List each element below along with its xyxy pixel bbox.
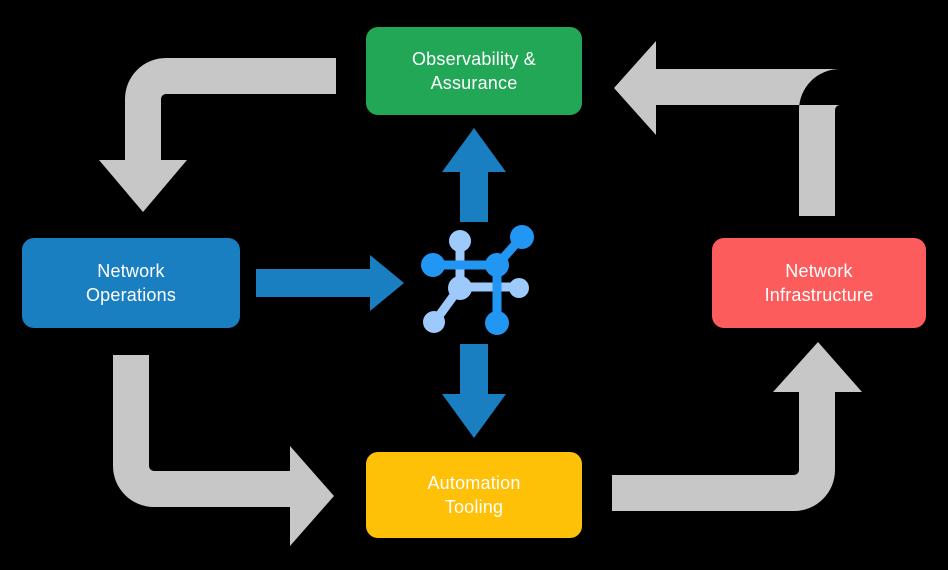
- node-box-automation-tooling[interactable]: Automation Tooling: [366, 452, 582, 538]
- gray-arrow-infrastructure-to-observability-shape: [614, 41, 840, 216]
- node-box-network-infrastructure[interactable]: Network Infrastructure: [712, 238, 926, 328]
- node-box-network-operations[interactable]: Network Operations: [22, 238, 240, 328]
- blue-arrow-down-to-automation: [442, 344, 506, 438]
- node-label-observability: Observability & Assurance: [411, 48, 537, 93]
- gray-arrow-automation-to-infrastructure: [612, 342, 862, 511]
- node-label-network-infrastructure: Network Infrastructure: [764, 260, 874, 305]
- gray-arrow-operations-to-automation: [113, 355, 334, 546]
- node-label-automation-tooling: Automation Tooling: [427, 472, 521, 517]
- blue-arrow-right-to-hub: [256, 255, 404, 311]
- gray-arrow-observability-to-operations: [99, 58, 336, 212]
- blue-arrow-up-to-observability: [442, 128, 506, 222]
- node-box-observability[interactable]: Observability & Assurance: [366, 27, 582, 115]
- node-label-network-operations: Network Operations: [85, 260, 177, 305]
